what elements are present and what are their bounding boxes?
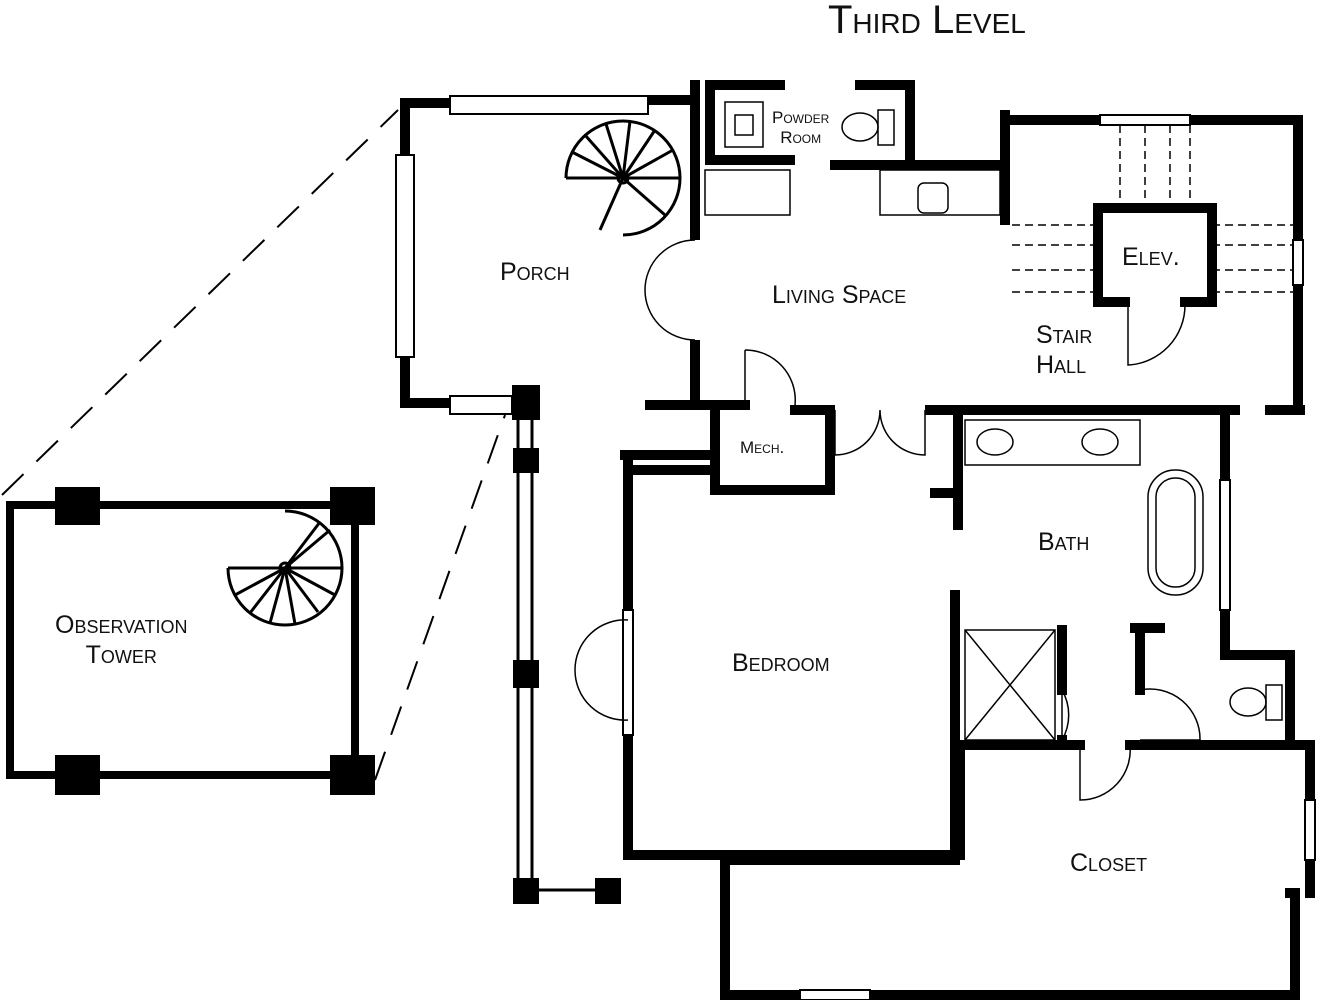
label-line: Room [780,128,822,148]
room-label-bath: Bath [1038,528,1090,556]
label-line: Observation [55,611,188,639]
room-label-elevator: Elev. [1122,243,1180,271]
room-label-closet: Closet [1070,849,1148,877]
room-label-mech: Mech. [740,438,785,457]
room-label-bedroom: Bedroom [732,649,830,677]
label-line: Hall [1036,351,1087,379]
label-line: Stair [1036,321,1093,349]
doors-fixtures [574,101,1293,801]
stairs [1012,125,1293,293]
label-line: Powder [772,108,830,127]
dashed-projection-lines [1,109,506,781]
room-label-porch: Porch [500,258,570,286]
page-title: Third Level [828,0,1026,42]
pillars [55,385,621,904]
windows [395,95,1316,1000]
room-label-living-space: Living Space [772,281,907,309]
spiral-stair-tower [226,509,344,627]
label-line: Tower [85,641,157,669]
walls [6,80,1315,1000]
spiral-stair-porch [564,119,682,237]
